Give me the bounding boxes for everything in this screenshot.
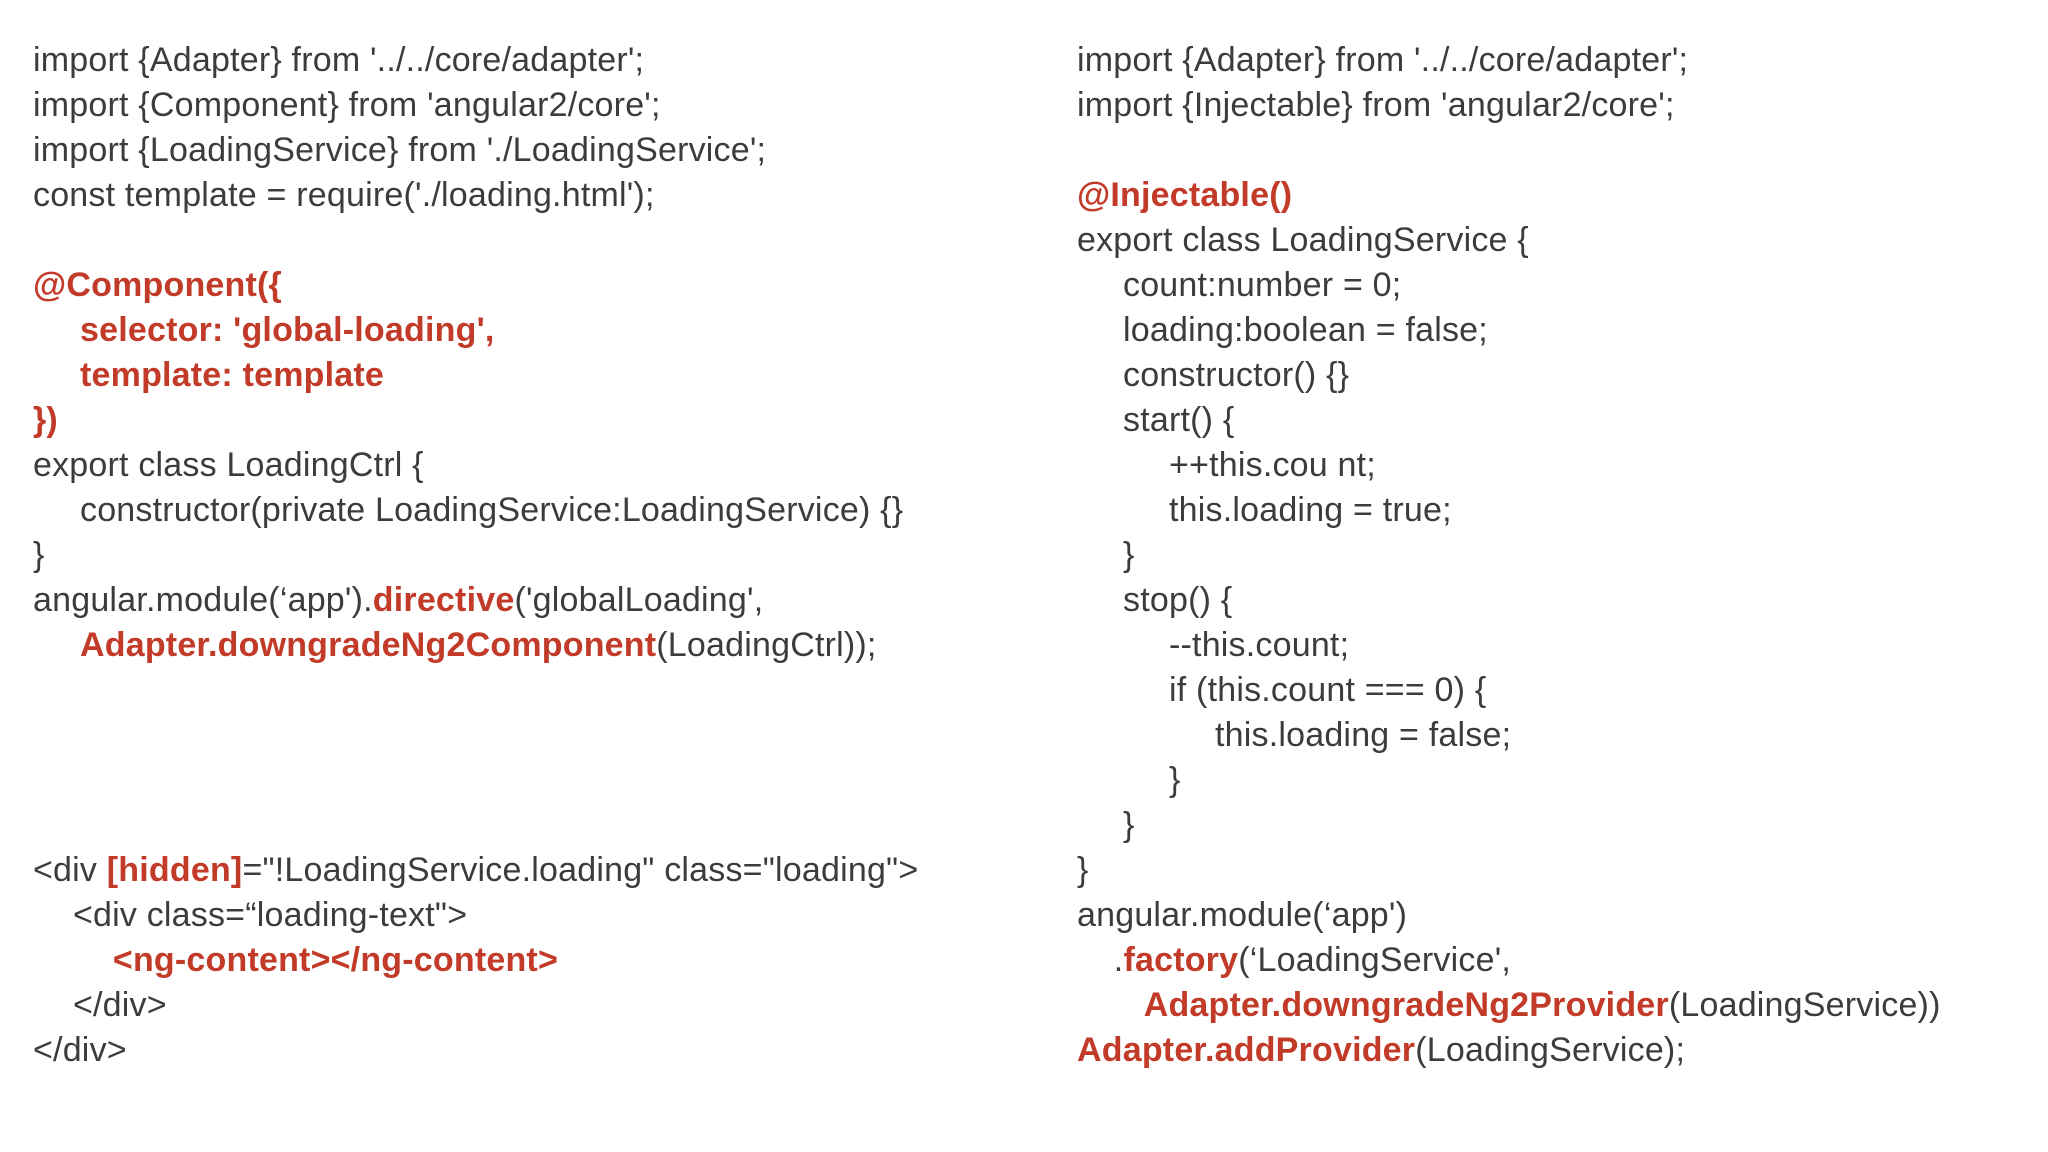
code-segment: }: [1123, 806, 1135, 844]
code-line: stop() {: [1077, 578, 1941, 623]
code-accent-segment: [hidden]: [106, 851, 243, 889]
code-blank-line: [33, 713, 918, 758]
code-line: <div class=“loading-text">: [33, 893, 918, 938]
code-accent-segment: @Injectable(): [1077, 176, 1293, 214]
code-segment: import {Component} from 'angular2/core';: [33, 86, 661, 124]
code-blank-line: [33, 218, 918, 263]
code-segment: import {Adapter} from '../../core/adapte…: [33, 41, 645, 79]
code-line: }: [1077, 848, 1941, 893]
code-segment: const template = require('./loading.html…: [33, 176, 655, 214]
code-line: import {Adapter} from '../../core/adapte…: [33, 38, 918, 83]
code-line: }: [1077, 758, 1941, 803]
code-line: start() {: [1077, 398, 1941, 443]
code-segment: this.loading = false;: [1215, 716, 1512, 754]
code-line: export class LoadingCtrl {: [33, 443, 918, 488]
code-segment: }: [1169, 761, 1181, 799]
code-line: import {LoadingService} from './LoadingS…: [33, 128, 918, 173]
code-line: <ng-content></ng-content>: [33, 938, 918, 983]
code-line: Adapter.addProvider(LoadingService);: [1077, 1028, 1941, 1073]
code-line: this.loading = true;: [1077, 488, 1941, 533]
code-segment: <div: [33, 851, 107, 889]
code-line: Adapter.downgradeNg2Provider(LoadingServ…: [1077, 983, 1941, 1028]
code-segment: import {Injectable} from 'angular2/core'…: [1077, 86, 1675, 124]
code-blank-line: [33, 758, 918, 803]
code-line: </div>: [33, 1028, 918, 1073]
code-blank-line: [33, 668, 918, 713]
code-accent-segment: }): [33, 401, 58, 439]
code-line: constructor() {}: [1077, 353, 1941, 398]
code-line: --this.count;: [1077, 623, 1941, 668]
code-segment: constructor() {}: [1123, 356, 1350, 394]
code-segment: ('globalLoading',: [514, 581, 764, 619]
code-line: import {Injectable} from 'angular2/core'…: [1077, 83, 1941, 128]
code-accent-segment: factory: [1123, 941, 1239, 979]
code-accent-segment: Adapter.downgradeNg2Component: [80, 626, 657, 664]
code-line: export class LoadingService {: [1077, 218, 1941, 263]
code-accent-segment: Adapter.downgradeNg2Provider: [1143, 986, 1669, 1024]
code-line: angular.module(‘app').directive('globalL…: [33, 578, 918, 623]
right-code-panel: import {Adapter} from '../../core/adapte…: [1077, 38, 1941, 1073]
code-segment: export class LoadingCtrl {: [33, 446, 424, 484]
code-line: count:number = 0;: [1077, 263, 1941, 308]
code-line: @Component({: [33, 263, 918, 308]
code-line: </div>: [33, 983, 918, 1028]
code-line: @Injectable(): [1077, 173, 1941, 218]
code-segment: }: [1077, 851, 1089, 889]
code-line: import {Adapter} from '../../core/adapte…: [1077, 38, 1941, 83]
code-segment: <div class=“loading-text">: [72, 896, 468, 934]
code-segment: count:number = 0;: [1123, 266, 1402, 304]
code-segment: export class LoadingService {: [1077, 221, 1529, 259]
code-segment: .: [1113, 941, 1124, 979]
code-line: }: [1077, 803, 1941, 848]
code-accent-segment: <ng-content></ng-content>: [112, 941, 559, 979]
code-segment: import {LoadingService} from './LoadingS…: [33, 131, 767, 169]
code-segment: angular.module(‘app'): [1077, 896, 1408, 934]
code-line: ++this.cou nt;: [1077, 443, 1941, 488]
code-segment: }: [1123, 536, 1135, 574]
code-segment: start() {: [1123, 401, 1235, 439]
code-line: }): [33, 398, 918, 443]
code-segment: angular.module(‘app').: [33, 581, 373, 619]
code-accent-segment: Adapter.addProvider: [1077, 1031, 1416, 1069]
code-line: loading:boolean = false;: [1077, 308, 1941, 353]
code-line: this.loading = false;: [1077, 713, 1941, 758]
code-blank-line: [33, 803, 918, 848]
code-line: }: [33, 533, 918, 578]
code-segment: import {Adapter} from '../../core/adapte…: [1077, 41, 1689, 79]
left-code-panel: import {Adapter} from '../../core/adapte…: [33, 38, 918, 1073]
code-line: .factory(‘LoadingService',: [1077, 938, 1941, 983]
code-line: import {Component} from 'angular2/core';: [33, 83, 918, 128]
code-segment: if (this.count === 0) {: [1169, 671, 1487, 709]
code-blank-line: [1077, 128, 1941, 173]
code-segment: (LoadingService)): [1668, 986, 1941, 1024]
code-line: <div [hidden]="!LoadingService.loading" …: [33, 848, 918, 893]
code-line: Adapter.downgradeNg2Component(LoadingCtr…: [33, 623, 918, 668]
code-segment: (LoadingCtrl));: [656, 626, 877, 664]
code-segment: this.loading = true;: [1169, 491, 1452, 529]
code-segment: ++this.cou nt;: [1169, 446, 1376, 484]
code-segment: ="!LoadingService.loading" class="loadin…: [242, 851, 919, 889]
code-segment: (‘LoadingService',: [1238, 941, 1512, 979]
code-segment: }: [33, 536, 45, 574]
code-line: if (this.count === 0) {: [1077, 668, 1941, 713]
code-segment: --this.count;: [1169, 626, 1350, 664]
code-segment: </div>: [72, 986, 167, 1024]
code-segment: constructor(private LoadingService:Loadi…: [80, 491, 904, 529]
code-segment: loading:boolean = false;: [1123, 311, 1488, 349]
code-segment: stop() {: [1123, 581, 1233, 619]
code-line: template: template: [33, 353, 918, 398]
code-segment: (LoadingService);: [1415, 1031, 1686, 1069]
code-accent-segment: template: template: [80, 356, 385, 394]
code-line: selector: 'global-loading',: [33, 308, 918, 353]
code-segment: </div>: [33, 1031, 127, 1069]
code-line: angular.module(‘app'): [1077, 893, 1941, 938]
code-accent-segment: @Component({: [33, 266, 282, 304]
code-accent-segment: selector: 'global-loading',: [80, 311, 495, 349]
code-line: }: [1077, 533, 1941, 578]
code-accent-segment: directive: [372, 581, 515, 619]
code-line: const template = require('./loading.html…: [33, 173, 918, 218]
code-line: constructor(private LoadingService:Loadi…: [33, 488, 918, 533]
